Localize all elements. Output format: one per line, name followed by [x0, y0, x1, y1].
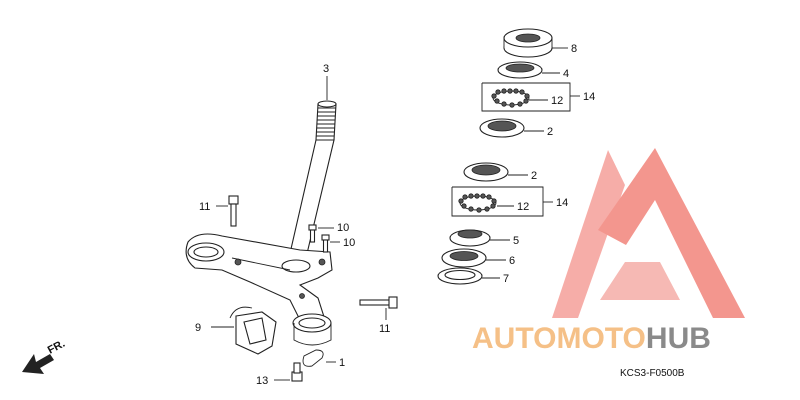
bridge-fork-hole-right-inner [298, 317, 326, 329]
bolt-11b-shank [359, 299, 391, 306]
watermark-logo [552, 148, 745, 318]
clip-1 [302, 349, 324, 367]
bolt-10b-shank [322, 239, 329, 253]
watermark-part2: HUB [646, 322, 711, 355]
washer-7-inner [444, 269, 476, 281]
watermark-text-automoto: AUTOMOTOHUB [472, 322, 711, 355]
stem-top-end [317, 100, 337, 108]
bolt-10a-head [308, 224, 317, 231]
callout-11-upper: 11 [199, 201, 210, 213]
callout-10-a: 10 [337, 222, 349, 234]
bridge-rib [231, 257, 291, 271]
bridge-fork-hole-left-inner [193, 246, 219, 258]
bolt-13-shank [293, 362, 301, 374]
clamp-9-face [243, 317, 267, 345]
callout-5: 5 [513, 235, 519, 247]
callout-13: 13 [256, 375, 268, 387]
locknut-8-hole [515, 33, 541, 43]
callout-7: 7 [503, 273, 509, 285]
bolt-11-lower [359, 296, 398, 309]
bolt-10a-shank [309, 229, 316, 243]
callout-9: 9 [195, 322, 201, 334]
stem-thread-lines [316, 107, 336, 137]
callout-1: 1 [339, 357, 345, 369]
callout-2-upper: 2 [547, 126, 553, 138]
seal-6-inner [449, 251, 479, 261]
watermark-part1: AUTOMOTO [472, 322, 646, 355]
race-2-upper-inner [487, 120, 517, 132]
ball-ring-12-lower [458, 193, 497, 213]
ball-ring-12-upper [491, 88, 530, 108]
bridge-bolt-hole-3 [299, 293, 305, 299]
upper-bearing-stack [479, 28, 553, 138]
front-label: FR. [46, 338, 67, 357]
bolt-10-b [321, 234, 330, 253]
watermark-triangle-right [598, 148, 745, 318]
bridge-clamp-right [293, 323, 332, 346]
callout-11-lower: 11 [379, 323, 390, 335]
brake-hose-clamp-9 [229, 306, 277, 355]
bolt-11-head [228, 195, 239, 205]
bridge-bolt-hole-1 [234, 258, 242, 266]
bolt-11b-head [388, 296, 398, 309]
front-direction-indicator: FR. [22, 338, 67, 374]
callout-2-lower: 2 [531, 170, 537, 182]
lower-bearing-stack [437, 162, 509, 285]
front-arrow-icon [22, 354, 54, 374]
diagram-code: KCS3-F0500B [620, 368, 685, 379]
race-2-lower-inner [471, 164, 501, 176]
callout-8: 8 [571, 43, 577, 55]
bolt-10b-head [321, 234, 330, 241]
watermark-triangle-left [552, 150, 625, 318]
bolt-13 [291, 362, 303, 382]
callout-6: 6 [509, 255, 515, 267]
callout-14-lower: 14 [556, 197, 568, 209]
callout-12-upper: 12 [551, 95, 563, 107]
bolt-10-a [308, 224, 317, 243]
bolt-11-shank [230, 203, 237, 227]
stem-thread [315, 103, 337, 141]
callout-4: 4 [563, 68, 569, 80]
callout-3: 3 [323, 63, 329, 75]
leader-lines [211, 47, 580, 381]
clamp-9-wire [229, 306, 253, 319]
callout-14-upper: 14 [583, 91, 595, 103]
bolt-11-upper [228, 195, 239, 227]
callout-10-b: 10 [343, 237, 355, 249]
steering-stem-assembly [185, 100, 337, 346]
race-5-inner [457, 229, 483, 239]
bridge-bolt-hole-2 [318, 258, 326, 266]
bridge-stem-collar [281, 259, 311, 273]
race-4-inner [505, 63, 535, 73]
callout-12-lower: 12 [517, 201, 529, 213]
watermark-triangle-inner [600, 262, 680, 300]
